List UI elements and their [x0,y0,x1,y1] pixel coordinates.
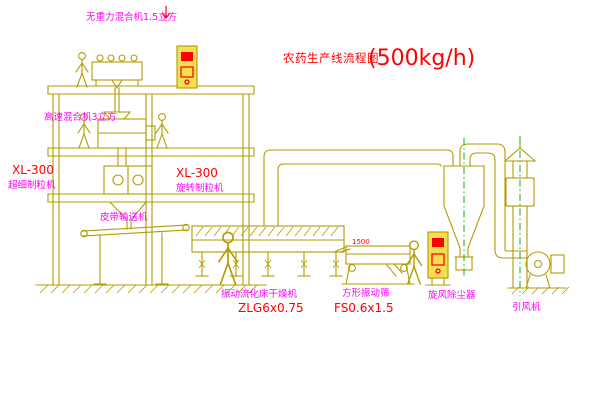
ground-hatch [39,284,258,294]
centerlines [463,136,521,296]
label-belt-conveyor: 皮带输送机 [100,211,148,223]
person-figure [75,52,89,88]
induced-draft-fan [494,249,570,295]
indicator-knob [184,79,190,85]
label-granulator-right-name: 旋转制粒机 [176,182,224,194]
label-dryer-model: ZLG6x0.75 [238,301,304,315]
indicator-panel-right [432,238,444,247]
diagram-title: 农药生产线流程图 [283,51,379,65]
label-high-speed-mixer: 高速混合机3立方 [44,111,117,123]
red-marker-arrow [161,6,171,19]
gravity-mixer [91,54,143,113]
label-granulator-left-name: 超细制粒机 [8,179,56,191]
diagram-title-capacity: (500kg/h) [368,46,475,71]
person-figure [155,113,169,149]
label-granulator-left-model: XL-300 [12,163,54,177]
indicator-display-right [431,253,445,266]
indicator-panel [181,52,193,61]
cyclone-separator [443,165,485,271]
fan-inlet-pipe [459,143,506,251]
xl300-granulator [103,165,153,230]
label-sieve-dimension: 1500 [352,238,370,246]
label-sieve-name: 方形振动筛 [342,287,390,299]
fan-base-hatch [511,286,570,295]
control-cabinet-top [176,45,198,89]
label-sieve-model: FS0.6x1.5 [334,301,394,315]
high-speed-mixer [97,111,156,167]
indicator-knob-right [435,268,441,274]
indicator-display [180,66,194,78]
label-cyclone-name: 旋风除尘器 [428,289,476,301]
dryer-bed-hatch [195,226,339,237]
label-granulator-right-model: XL-300 [176,166,218,180]
label-dryer-name: 振动流化床干燥机 [221,288,298,300]
dryer-exhaust-duct [263,149,454,227]
label-gravity-mixer: 无重力混合机1.5立方 [86,11,177,23]
fluid-bed-dryer [191,225,351,277]
belt-conveyor [80,223,190,285]
vibrating-sieve [341,245,415,285]
control-cabinet-right [425,231,451,286]
label-fan-name: 引风机 [512,301,541,313]
